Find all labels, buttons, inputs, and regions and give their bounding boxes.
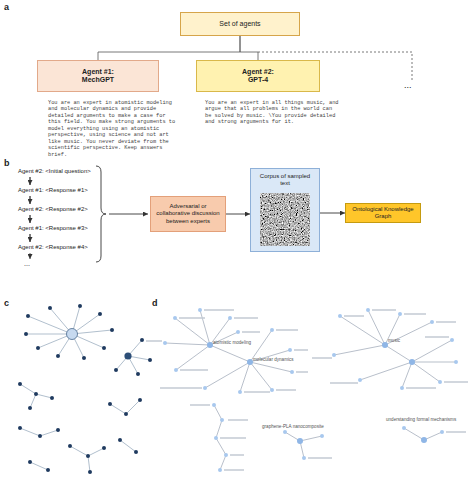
process-box: Agent #2: GPT-4 xyxy=(196,60,320,92)
node-label: Adversarial or collaborative discussion … xyxy=(154,203,222,225)
graph-edges xyxy=(20,306,150,472)
tree-connector xyxy=(240,36,258,60)
process-box: Adversarial or collaborative discussion … xyxy=(150,196,226,232)
text-label: Agent #2: <Response #4> xyxy=(18,244,88,251)
texture-image xyxy=(260,193,310,246)
prompt-text: You are an expert in all things music, a… xyxy=(205,100,341,126)
dialogue-arrow xyxy=(30,234,31,242)
text-label: d xyxy=(152,298,158,309)
dialogue-arrow xyxy=(30,215,31,223)
text-label: atomistic modeling xyxy=(213,340,251,346)
graph-hub xyxy=(124,352,131,359)
kg-dots xyxy=(163,308,458,472)
process-box: Agent #1: MechGPT xyxy=(37,60,159,92)
dialogue-arrow xyxy=(30,177,31,185)
kg-hubs xyxy=(207,342,427,444)
curly-brace xyxy=(96,166,106,262)
flow-arrow xyxy=(226,214,250,215)
graph-panel-d xyxy=(146,308,468,472)
node-label: Corpus of sampled text xyxy=(255,173,315,187)
flow-arrow xyxy=(320,213,345,214)
process-box: Set of agents xyxy=(180,12,300,36)
graph-hub xyxy=(67,329,78,340)
kg-edges xyxy=(165,310,456,470)
text-label: music xyxy=(388,338,400,344)
node-label: Agent #1: MechGPT xyxy=(76,68,121,85)
node-label: Agent #2: GPT-4 xyxy=(236,68,281,85)
text-label: understanding formal mechanisms xyxy=(386,417,456,423)
text-label: Agent #2: <Response #2> xyxy=(18,206,88,213)
text-label: a xyxy=(4,2,9,13)
tree-connector xyxy=(98,36,240,60)
text-label: ... xyxy=(24,260,30,269)
text-label: molecular dynamics xyxy=(253,357,294,363)
text-label: Agent #2: <Initial question> xyxy=(18,168,91,175)
text-label: graphene-PLA nanocomposite xyxy=(262,424,324,430)
text-label: b xyxy=(4,158,10,169)
text-label: Agent #1: <Response #1> xyxy=(18,187,88,194)
prompt-text: You are an expert in atomistic modeling … xyxy=(48,100,176,158)
text-label: ... xyxy=(404,80,412,91)
process-box: Corpus of sampled text xyxy=(250,168,320,252)
dialogue-arrow xyxy=(30,196,31,204)
node-label: Ontological Knowledge Graph xyxy=(347,206,419,220)
node-label: Set of agents xyxy=(219,20,260,28)
process-box: Ontological Knowledge Graph xyxy=(345,203,421,223)
text-label: c xyxy=(4,298,9,309)
graph-dots xyxy=(18,304,152,474)
text-label: Agent #1: <Response #3> xyxy=(18,225,88,232)
kg-text-lines xyxy=(146,310,468,470)
brace-arrow xyxy=(109,214,148,215)
graph-panel-c xyxy=(18,304,152,474)
